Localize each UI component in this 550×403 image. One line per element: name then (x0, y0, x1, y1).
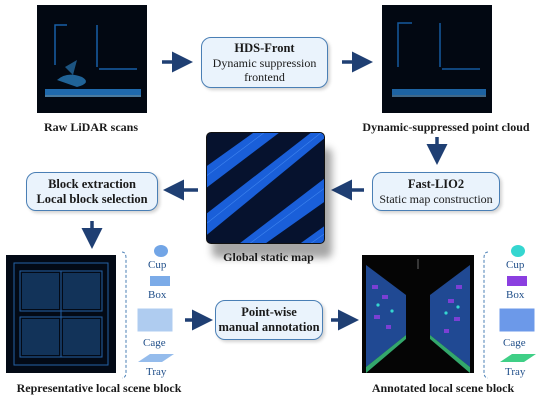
annotation-box: Point-wise manual annotation (215, 300, 323, 340)
caption-annotated-block: Annotated local scene block (371, 381, 515, 395)
global-static-map-image (206, 132, 325, 244)
raw-lidar-points (37, 5, 147, 113)
annotation-line2: manual annotation (218, 320, 320, 334)
annotated-block-points (362, 255, 474, 373)
legend-right-cup-swatch (511, 245, 525, 257)
raw-lidar-image (37, 5, 147, 113)
legend-right-cage: Cage (503, 337, 526, 349)
legend-left-cup-swatch (154, 245, 168, 257)
block-extraction-line1: Block extraction (48, 176, 136, 191)
legend-left-cup: Cup (148, 259, 167, 271)
annotated-block-image (362, 255, 474, 373)
annotation-line1: Point-wise (241, 305, 297, 319)
legend-left-box-swatch (150, 276, 170, 286)
legend-right-tray-swatch (500, 354, 536, 362)
legend-right-tray: Tray (505, 366, 526, 378)
hds-front-line1: Dynamic suppression (212, 56, 317, 70)
global-static-map-points (207, 133, 324, 243)
fast-lio2-line1: Static map construction (379, 192, 493, 206)
dynamic-suppressed-points (382, 5, 492, 113)
caption-representative-block: Representative local scene block (16, 381, 182, 395)
legend-bracket-left (121, 251, 127, 379)
caption-global-map: Global static map (223, 250, 314, 264)
hds-front-box: HDS-Front Dynamic suppression frontend (201, 37, 328, 88)
legend-right-cup: Cup (506, 259, 525, 271)
fast-lio2-box: Fast-LIO2 Static map construction (372, 172, 500, 211)
legend-left-cage: Cage (143, 337, 166, 349)
legend-left-cage-swatch (137, 308, 173, 332)
caption-dynamic-suppressed: Dynamic-suppressed point cloud (362, 120, 530, 134)
block-extraction-box: Block extraction Local block selection (26, 172, 158, 211)
hds-front-line2: frontend (244, 70, 285, 84)
legend-left-box: Box (148, 289, 167, 301)
legend-right-cage-swatch (499, 308, 535, 332)
legend-bracket-right (483, 251, 489, 379)
block-extraction-line2: Local block selection (36, 191, 148, 206)
fast-lio2-title: Fast-LIO2 (407, 177, 465, 191)
legend-left-tray: Tray (146, 366, 167, 378)
caption-raw-lidar: Raw LiDAR scans (43, 120, 138, 134)
legend-right-box: Box (506, 289, 525, 301)
legend-left-tray-swatch (138, 354, 174, 362)
hds-front-title: HDS-Front (234, 41, 295, 55)
representative-block-image (6, 255, 116, 373)
legend-right-box-swatch (507, 276, 527, 286)
dynamic-suppressed-image (382, 5, 492, 113)
representative-block-points (6, 255, 116, 373)
